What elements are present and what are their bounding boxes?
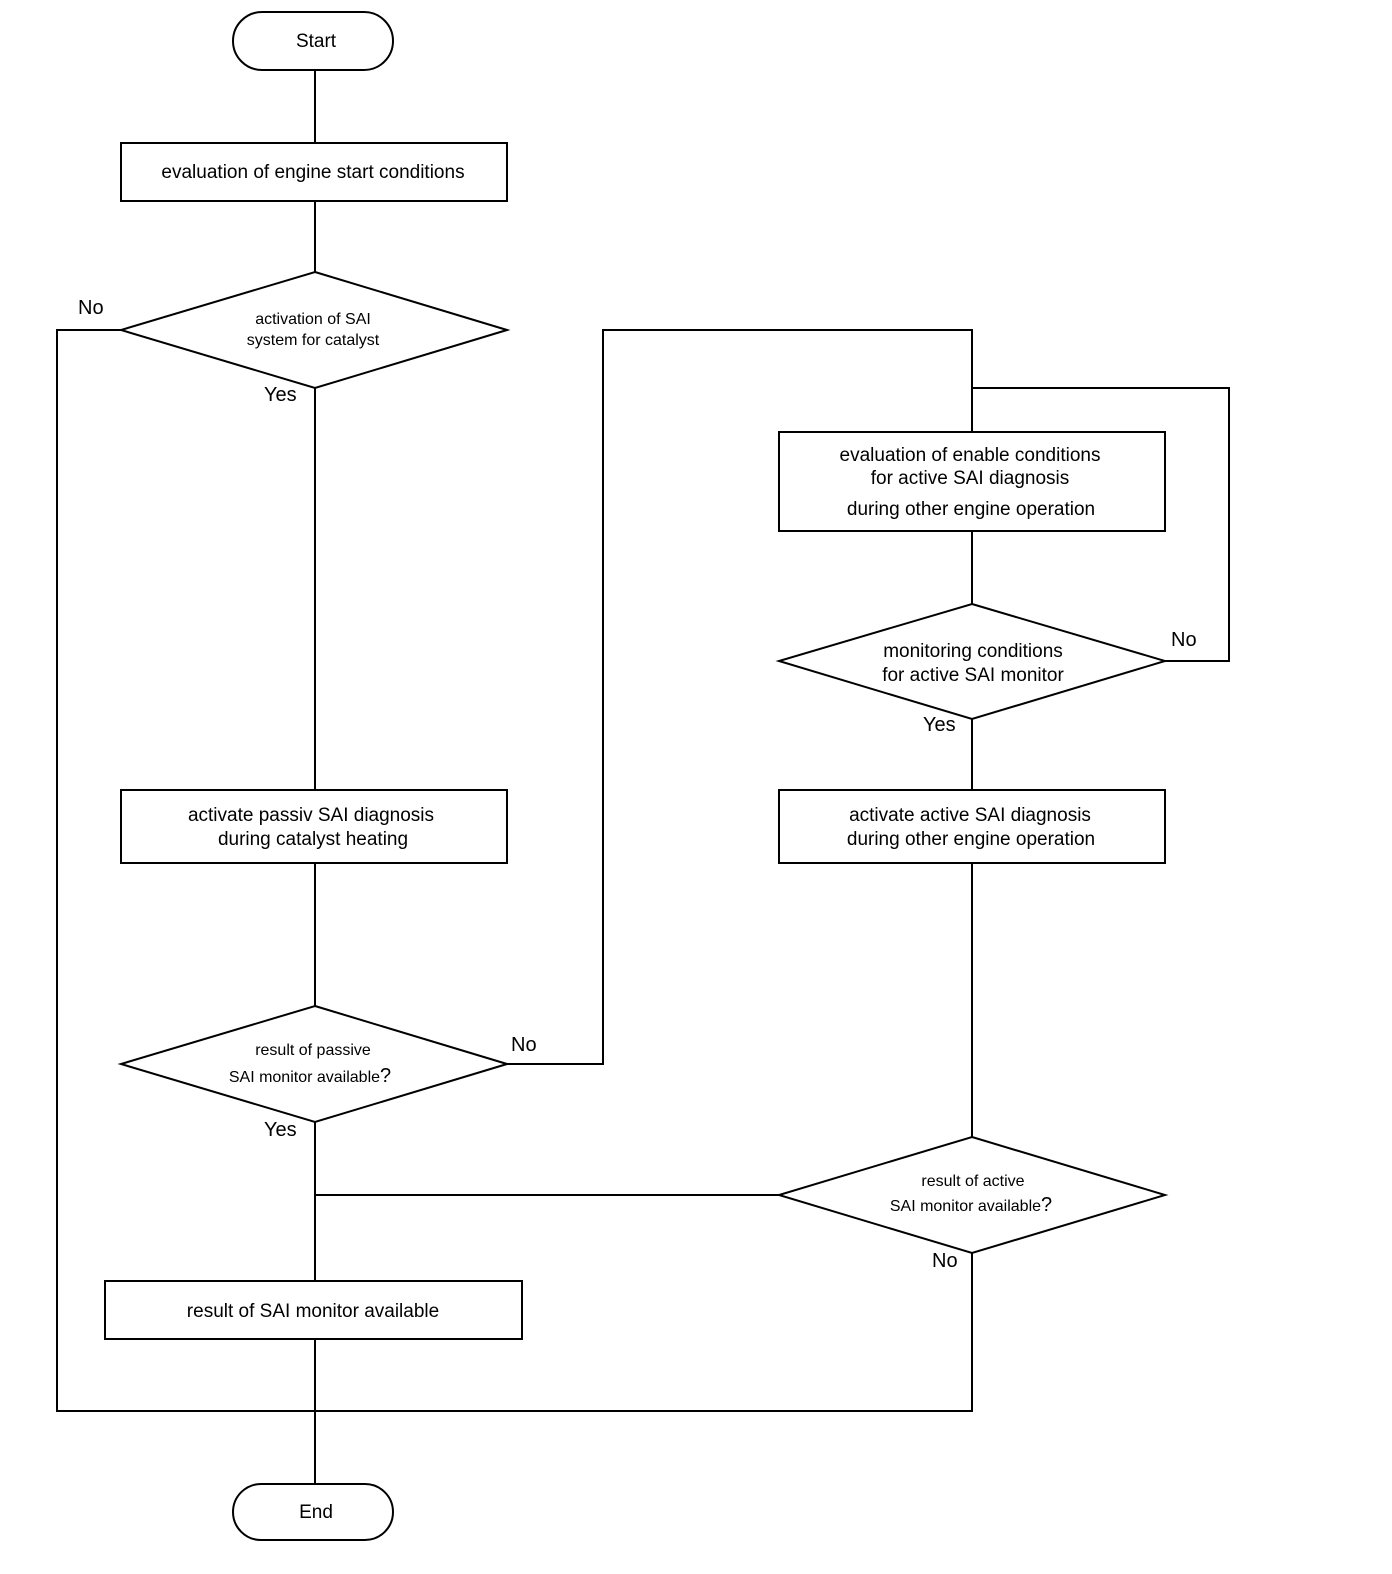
node-eval-engine: evaluation of engine start conditions: [120, 142, 508, 202]
node-active-diag: activate active SAI diagnosis during oth…: [778, 789, 1166, 864]
connector-passive-result-no-to-active-branch: [507, 329, 973, 1065]
node-activation-sai: activation of SAI system for catalyst: [117, 270, 511, 390]
node-monitoring-cond: monitoring conditions for active SAI mon…: [775, 602, 1169, 721]
eval-engine-box: [120, 142, 508, 202]
activation-sai-diamond: [117, 270, 511, 390]
result-available-box: [104, 1280, 523, 1340]
start-terminator: [232, 11, 394, 71]
eval-enable-label-line2: for active SAI diagnosis: [871, 468, 1070, 489]
active-result-label-line2: SAI monitor available?: [890, 1194, 1052, 1216]
active-diag-label-line1: activate active SAI diagnosis: [849, 805, 1091, 826]
activation-no-label: No: [78, 297, 104, 319]
active-diag-label-line2: during other engine operation: [847, 829, 1095, 850]
passive-diag-label-line2: during catalyst heating: [218, 829, 408, 850]
connectors: [56, 70, 1230, 1484]
node-eval-enable: evaluation of enable conditions for acti…: [778, 431, 1166, 532]
branch-labels: No Yes No Yes No Yes No: [78, 297, 1197, 1272]
eval-engine-label: evaluation of engine start conditions: [161, 162, 464, 183]
connector-activation-no-bypass: [56, 329, 315, 1412]
activation-sai-label-line2: system for catalyst: [247, 332, 380, 349]
node-passive-result: result of passive SAI monitor available?: [117, 1004, 511, 1124]
result-available-label: result of SAI monitor available: [187, 1301, 439, 1322]
monitoring-yes-label: Yes: [923, 714, 956, 736]
passive-result-label-line2: SAI monitor available?: [229, 1065, 391, 1087]
active-no-label: No: [932, 1250, 958, 1272]
end-terminator: [232, 1483, 394, 1541]
node-passive-diag: activate passiv SAI diagnosis during cat…: [120, 789, 508, 864]
monitoring-cond-label-line1: monitoring conditions: [883, 641, 1063, 662]
active-result-label-line1: result of active: [921, 1173, 1024, 1190]
node-end: End: [232, 1483, 394, 1541]
passive-diag-label-line1: activate passiv SAI diagnosis: [188, 805, 434, 826]
eval-enable-box: [778, 431, 1166, 532]
node-result-available: result of SAI monitor available: [104, 1280, 523, 1340]
passive-no-label: No: [511, 1034, 537, 1056]
activation-yes-label: Yes: [264, 384, 297, 406]
connector-monitoring-no-loop: [972, 387, 1230, 662]
start-label: Start: [296, 31, 337, 52]
eval-enable-label-line3: during other engine operation: [847, 499, 1095, 520]
node-active-result: result of active SAI monitor available?: [775, 1135, 1169, 1255]
active-diag-box: [778, 789, 1166, 864]
node-start: Start: [232, 11, 394, 71]
passive-result-diamond: [117, 1004, 511, 1124]
passive-diag-box: [120, 789, 508, 864]
monitoring-no-label: No: [1171, 629, 1197, 651]
eval-enable-label-line1: evaluation of enable conditions: [840, 445, 1101, 466]
monitoring-cond-label-line2: for active SAI monitor: [882, 665, 1064, 686]
monitoring-cond-diamond: [775, 602, 1169, 721]
activation-sai-label-line1: activation of SAI: [255, 311, 371, 328]
end-label: End: [299, 1502, 333, 1523]
passive-yes-label: Yes: [264, 1119, 297, 1141]
passive-result-label-line1: result of passive: [255, 1042, 371, 1059]
active-result-diamond: [775, 1135, 1169, 1255]
connector-active-result-no-to-end: [315, 1253, 973, 1412]
